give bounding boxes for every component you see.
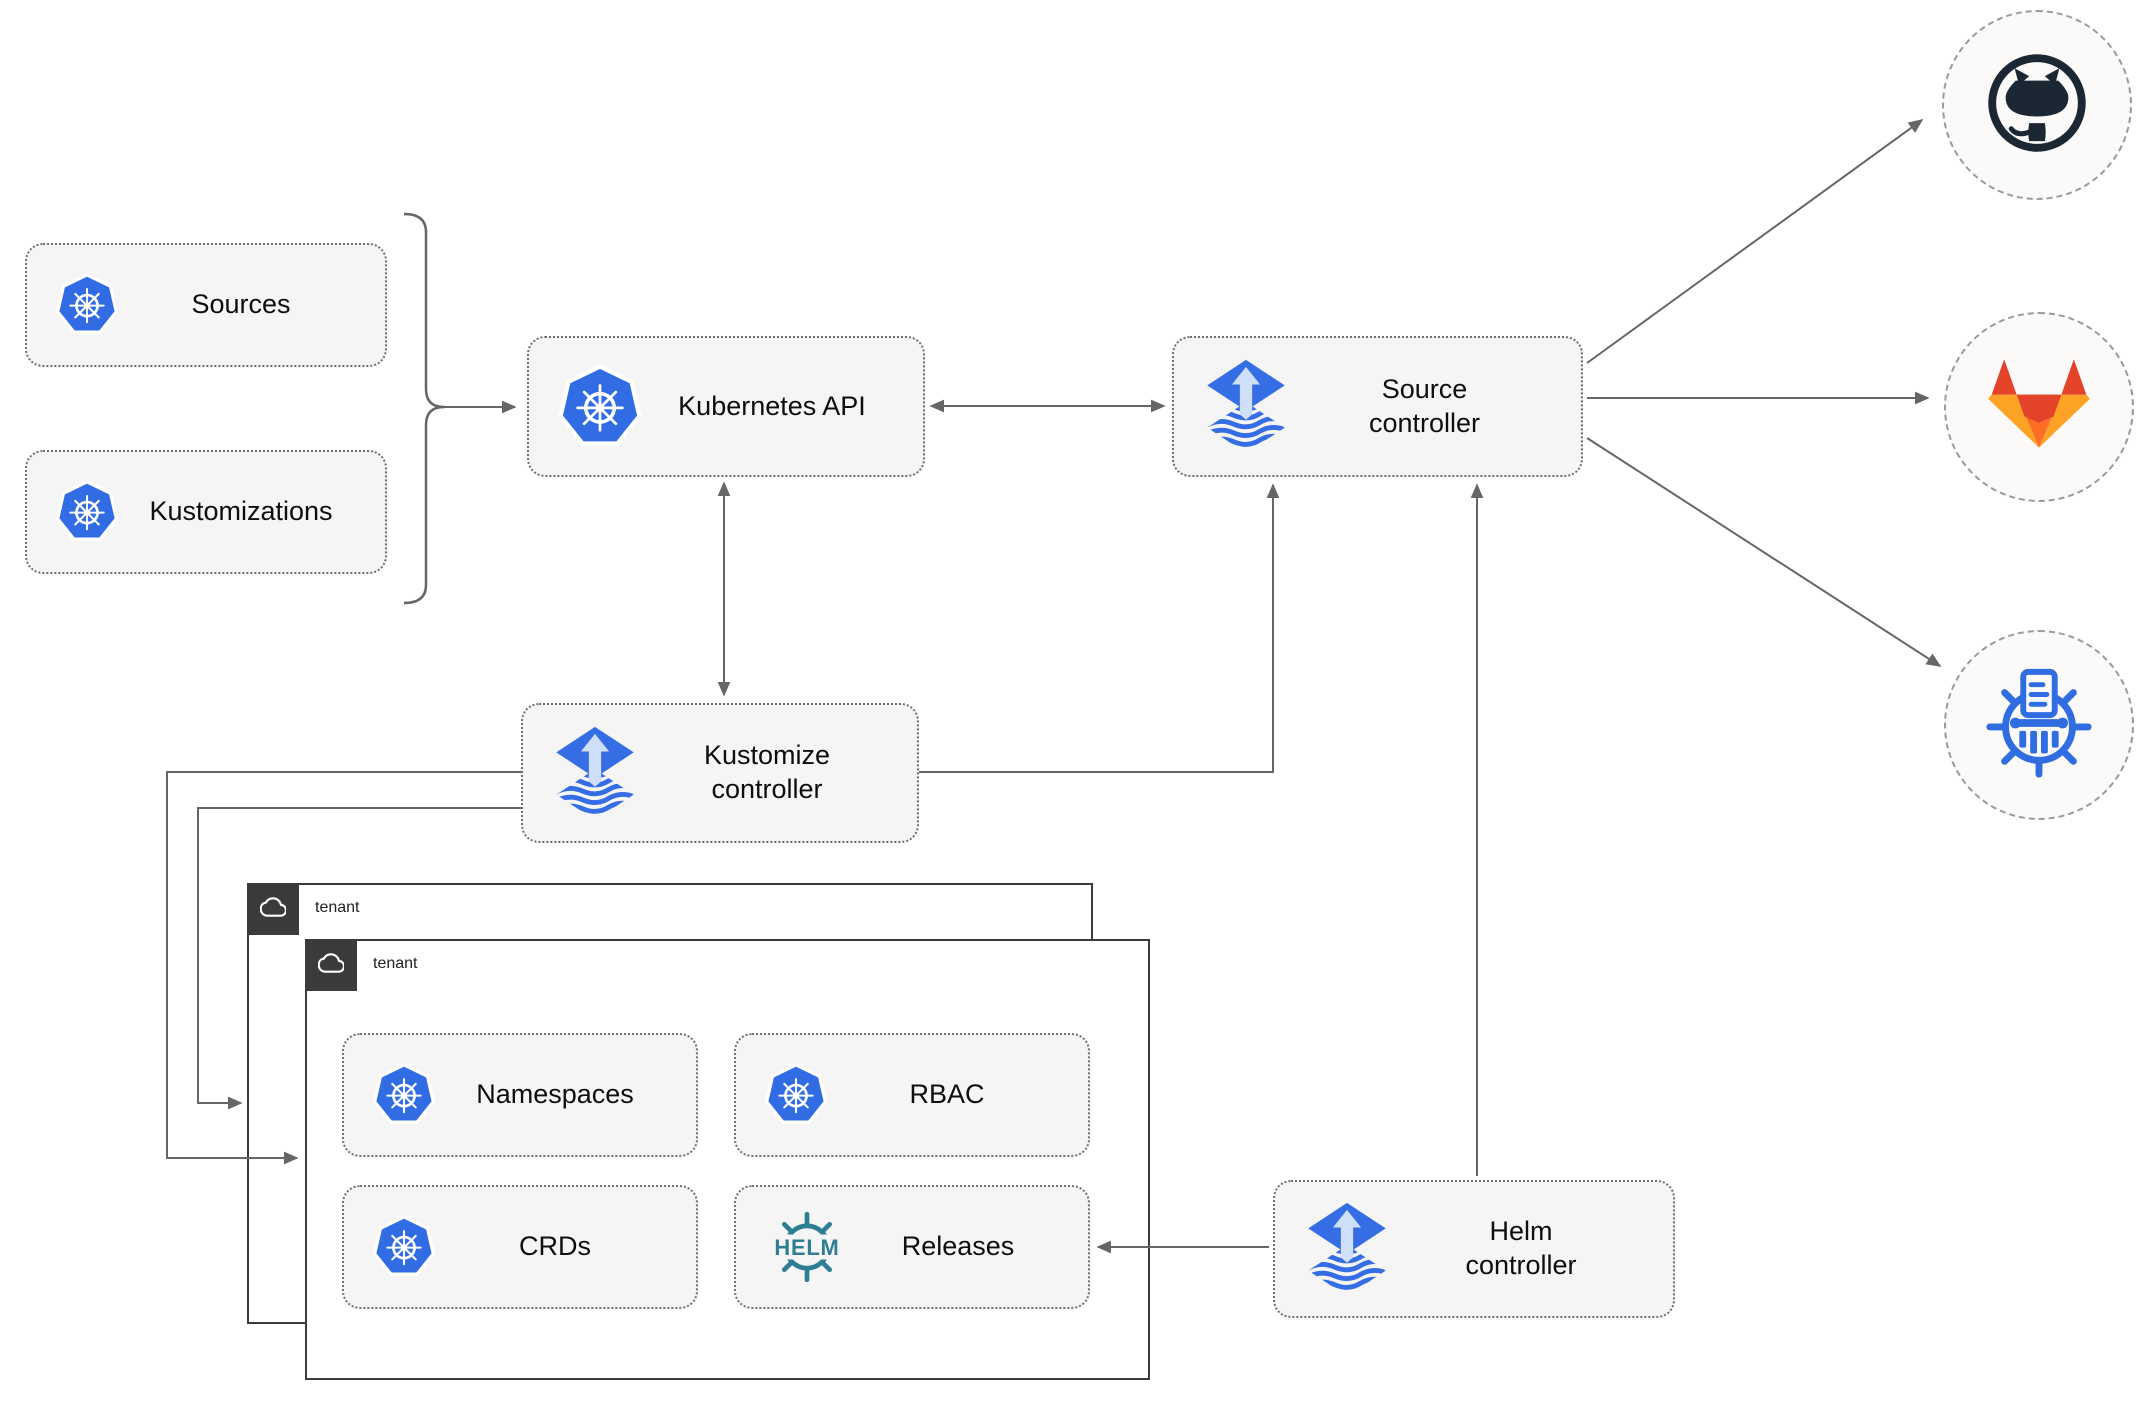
kubernetes-icon: [372, 1215, 436, 1279]
endpoint-registry: [1944, 630, 2134, 820]
node-label: Source controller: [1368, 373, 1481, 438]
cloud-icon: [256, 894, 290, 925]
kubernetes-icon: [372, 1063, 436, 1127]
node-label: RBAC: [909, 1079, 985, 1110]
connector-source-github: [1586, 119, 1924, 364]
node-kubernetes-api: Kubernetes API: [527, 336, 925, 477]
tenant-tab: [247, 883, 299, 935]
flux-icon: [1202, 358, 1290, 455]
node-sources: Sources: [25, 243, 387, 367]
kubernetes-icon: [55, 273, 119, 337]
helm-wordmark: HELM: [774, 1235, 839, 1260]
node-crds: CRDs: [342, 1185, 698, 1309]
connector-kustomize-source: [919, 483, 1280, 773]
tenant-tab: [305, 939, 357, 991]
node-label: CRDs: [519, 1231, 591, 1262]
cloud-icon: [314, 950, 348, 981]
node-source-controller: Source controller: [1172, 336, 1583, 477]
connector-brace-top: [403, 212, 445, 409]
node-label: Kustomizations: [149, 496, 333, 527]
node-kustomize-controller: Kustomize controller: [521, 703, 919, 843]
node-rbac: RBAC: [734, 1033, 1090, 1157]
tenant-label: tenant: [315, 899, 360, 916]
kubernetes-icon: [764, 1063, 828, 1127]
connector-source-registry: [1586, 437, 1942, 667]
node-label: Namespaces: [476, 1079, 634, 1110]
node-label: Sources: [191, 289, 291, 320]
kubernetes-icon: [557, 364, 643, 450]
node-label: Kustomize controller: [703, 740, 831, 804]
helm-icon: HELM: [764, 1207, 850, 1287]
node-label: Kubernetes API: [678, 390, 866, 421]
node-label: Helm controller: [1465, 1216, 1577, 1280]
node-helm-controller: Helm controller: [1273, 1180, 1675, 1318]
github-icon: [1981, 47, 2093, 164]
flux-icon: [1303, 1201, 1391, 1298]
connector-brace-bottom: [403, 405, 445, 605]
node-label: Releases: [901, 1231, 1015, 1262]
tenant-group-front: tenant: [305, 939, 1150, 1380]
harbor-registry-icon: [1980, 664, 2098, 787]
kubernetes-icon: [55, 480, 119, 544]
endpoint-gitlab: [1944, 312, 2134, 502]
node-releases: HELM Releases: [734, 1185, 1090, 1309]
node-kustomizations: Kustomizations: [25, 450, 387, 574]
tenant-label: tenant: [373, 955, 418, 972]
flux-icon: [551, 725, 639, 822]
endpoint-github: [1942, 10, 2132, 200]
node-namespaces: Namespaces: [342, 1033, 698, 1157]
gitlab-icon: [1987, 358, 2091, 457]
